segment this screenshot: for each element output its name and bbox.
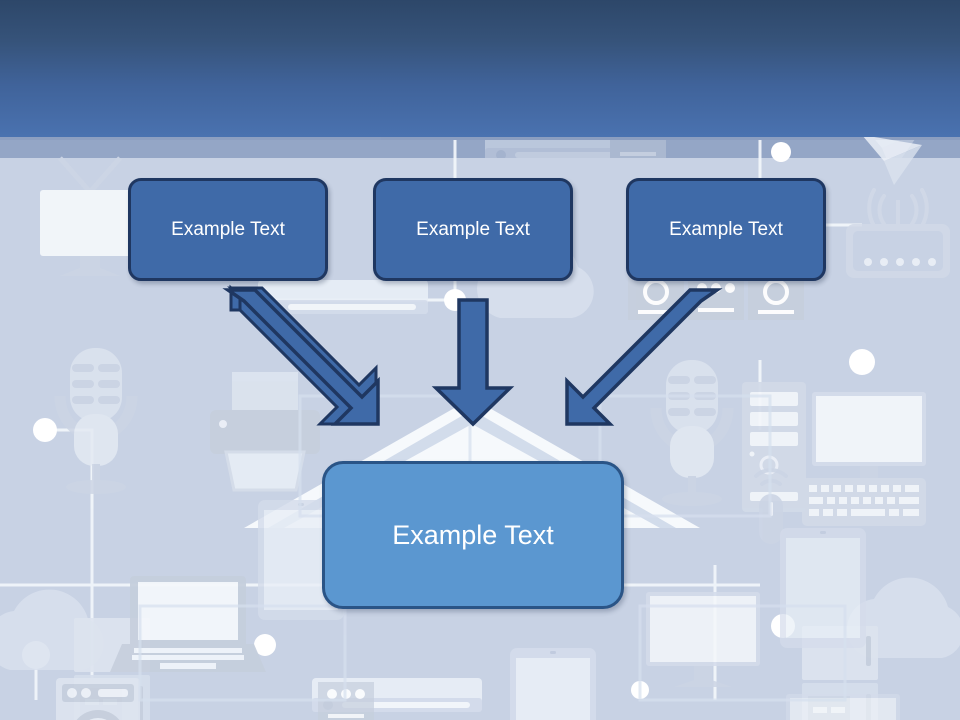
- text-block-1-label: Example Text: [171, 218, 285, 240]
- text-block-3-label: Example Text: [669, 218, 783, 240]
- title-band: [0, 0, 960, 137]
- text-block-3[interactable]: Example Text: [626, 178, 826, 281]
- text-block-1[interactable]: Example Text: [128, 178, 328, 281]
- text-block-bottom-label: Example Text: [392, 519, 554, 550]
- text-block-2[interactable]: Example Text: [373, 178, 573, 281]
- text-block-bottom[interactable]: Example Text: [322, 461, 624, 609]
- text-block-2-label: Example Text: [416, 218, 530, 240]
